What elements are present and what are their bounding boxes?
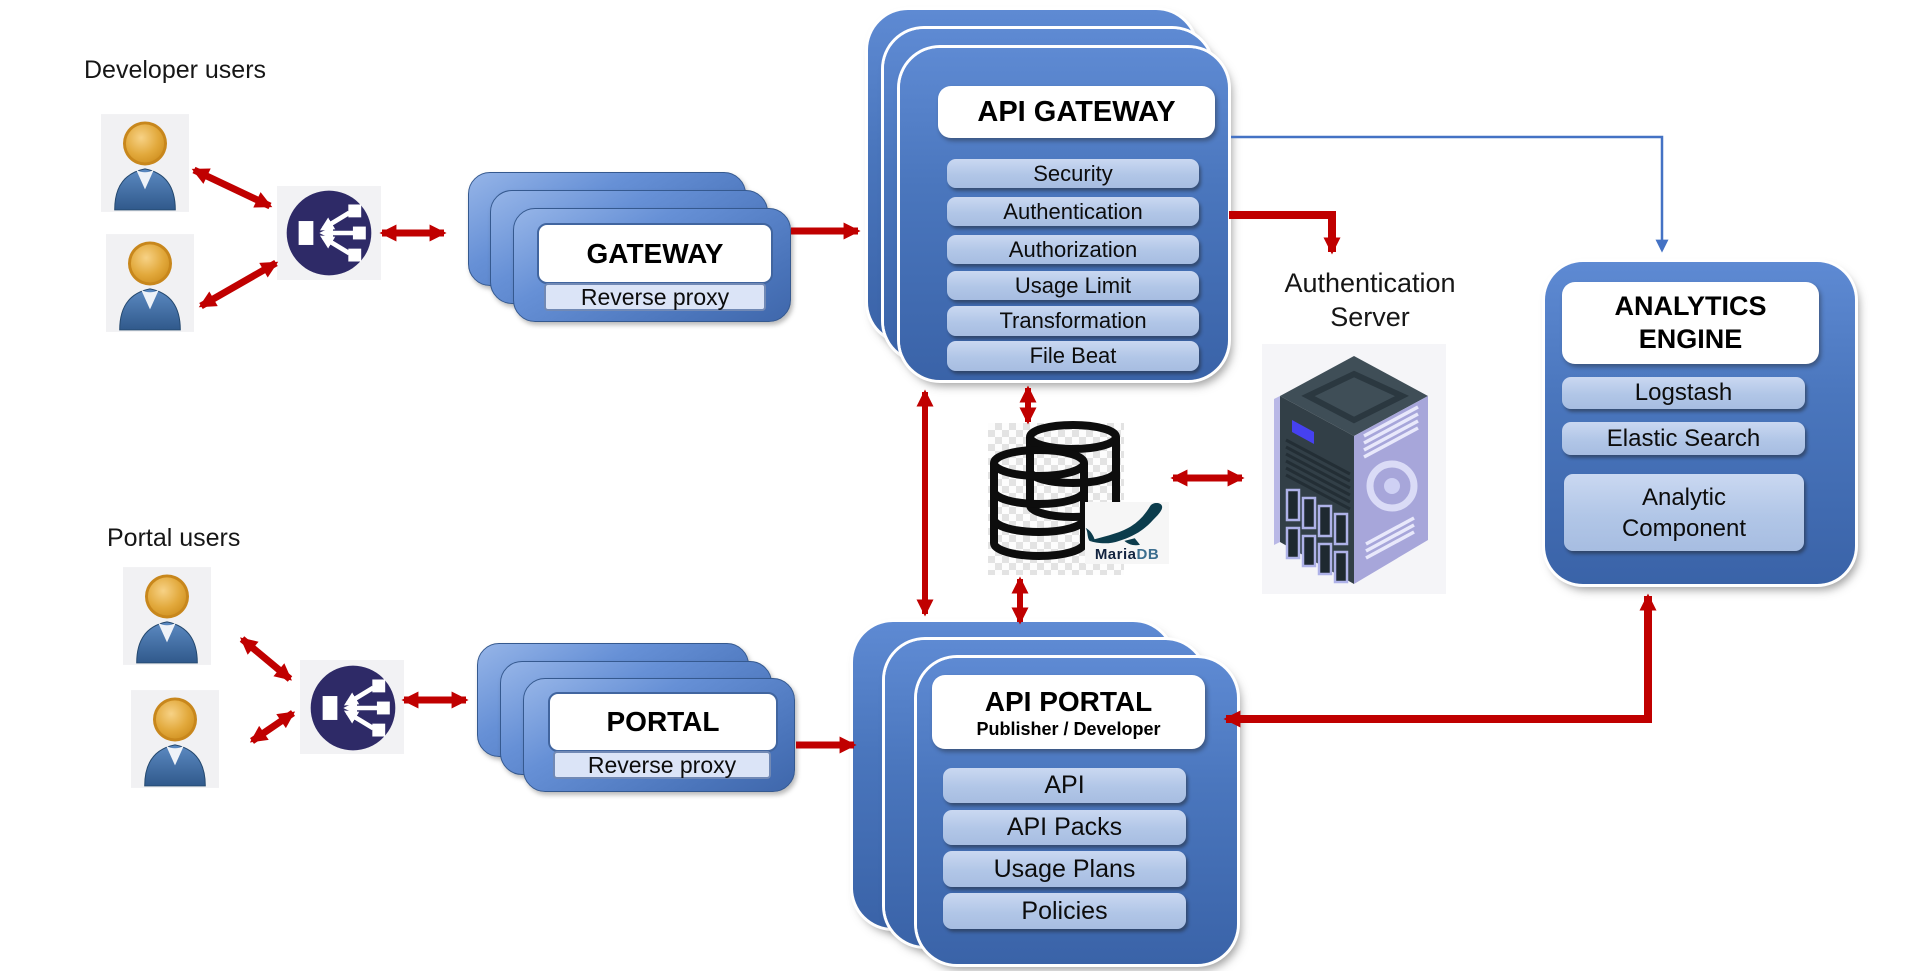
- user-icon: [106, 234, 194, 332]
- api-gateway-item-authorization: Authorization: [947, 235, 1199, 264]
- gateway-title: GATEWAY: [537, 223, 773, 284]
- load-balancer-icon-2: [307, 662, 399, 754]
- analytics-item-elastic-search: Elastic Search: [1562, 422, 1805, 455]
- authentication-server-label: Authentication Server: [1284, 268, 1456, 332]
- arrow-apigateway-authserver: [1229, 211, 1341, 255]
- arrow-portaluser2-loadbalancer: [249, 710, 296, 744]
- database-icon: [988, 415, 1128, 575]
- arrow-devuser2-loadbalancer: [198, 259, 279, 310]
- portal-title: PORTAL: [548, 692, 778, 752]
- load-balancer-icon-1: [283, 187, 375, 279]
- analytics-engine-title-line1: ANALYTICS: [1614, 291, 1767, 321]
- api-portal-item-policies: Policies: [943, 893, 1186, 929]
- server-icon: [1262, 344, 1446, 594]
- api-portal-subtitle: Publisher / Developer: [976, 718, 1161, 739]
- user-icon: [131, 690, 219, 788]
- analytics-item-analytic-component: Analytic Component: [1564, 474, 1804, 551]
- api-gateway-item-security: Security: [947, 159, 1199, 188]
- arrow-apiportal-analytics: [1223, 593, 1657, 728]
- portal-user-icon-2: [131, 689, 219, 789]
- api-gateway-title: API GATEWAY: [938, 86, 1215, 138]
- portal-subtitle: Reverse proxy: [553, 751, 771, 779]
- api-portal-item-api: API: [943, 768, 1186, 803]
- arrow-portaluser1-loadbalancer: [239, 636, 293, 682]
- arrow-devuser1-loadbalancer: [191, 166, 273, 210]
- api-gateway-item-file-beat: File Beat: [947, 341, 1199, 371]
- developer-user-icon-2: [106, 233, 194, 333]
- api-portal-item-usage-plans: Usage Plans: [943, 851, 1186, 887]
- user-icon: [101, 114, 189, 212]
- developer-users-label: Developer users: [84, 56, 267, 84]
- api-gateway-item-authentication: Authentication: [947, 197, 1199, 226]
- api-gateway-item-transformation: Transformation: [947, 306, 1199, 336]
- analytics-engine-title-pill: ANALYTICS ENGINE: [1562, 282, 1819, 364]
- api-portal-title-pill: API PORTAL Publisher / Developer: [932, 675, 1205, 749]
- analytics-item-logstash: Logstash: [1562, 377, 1805, 409]
- gateway-subtitle: Reverse proxy: [544, 283, 766, 311]
- api-portal-item-api-packs: API Packs: [943, 810, 1186, 845]
- authentication-server-icon: [1262, 344, 1446, 594]
- mariadb-wordmark: MariaDB: [1094, 546, 1160, 563]
- analytics-engine-title-line2: ENGINE: [1638, 324, 1743, 354]
- mariadb-logo: MariaDB: [1085, 502, 1169, 564]
- user-icon: [123, 567, 211, 665]
- developer-user-icon-1: [101, 113, 189, 213]
- arrow-apigateway-analytics: [1231, 135, 1669, 253]
- portal-users-label: Portal users: [107, 524, 241, 552]
- mariadb-seal-icon: [1085, 502, 1163, 546]
- api-portal-title: API PORTAL: [984, 685, 1153, 717]
- api-gateway-item-usage-limit: Usage Limit: [947, 271, 1199, 300]
- portal-user-icon-1: [123, 566, 211, 666]
